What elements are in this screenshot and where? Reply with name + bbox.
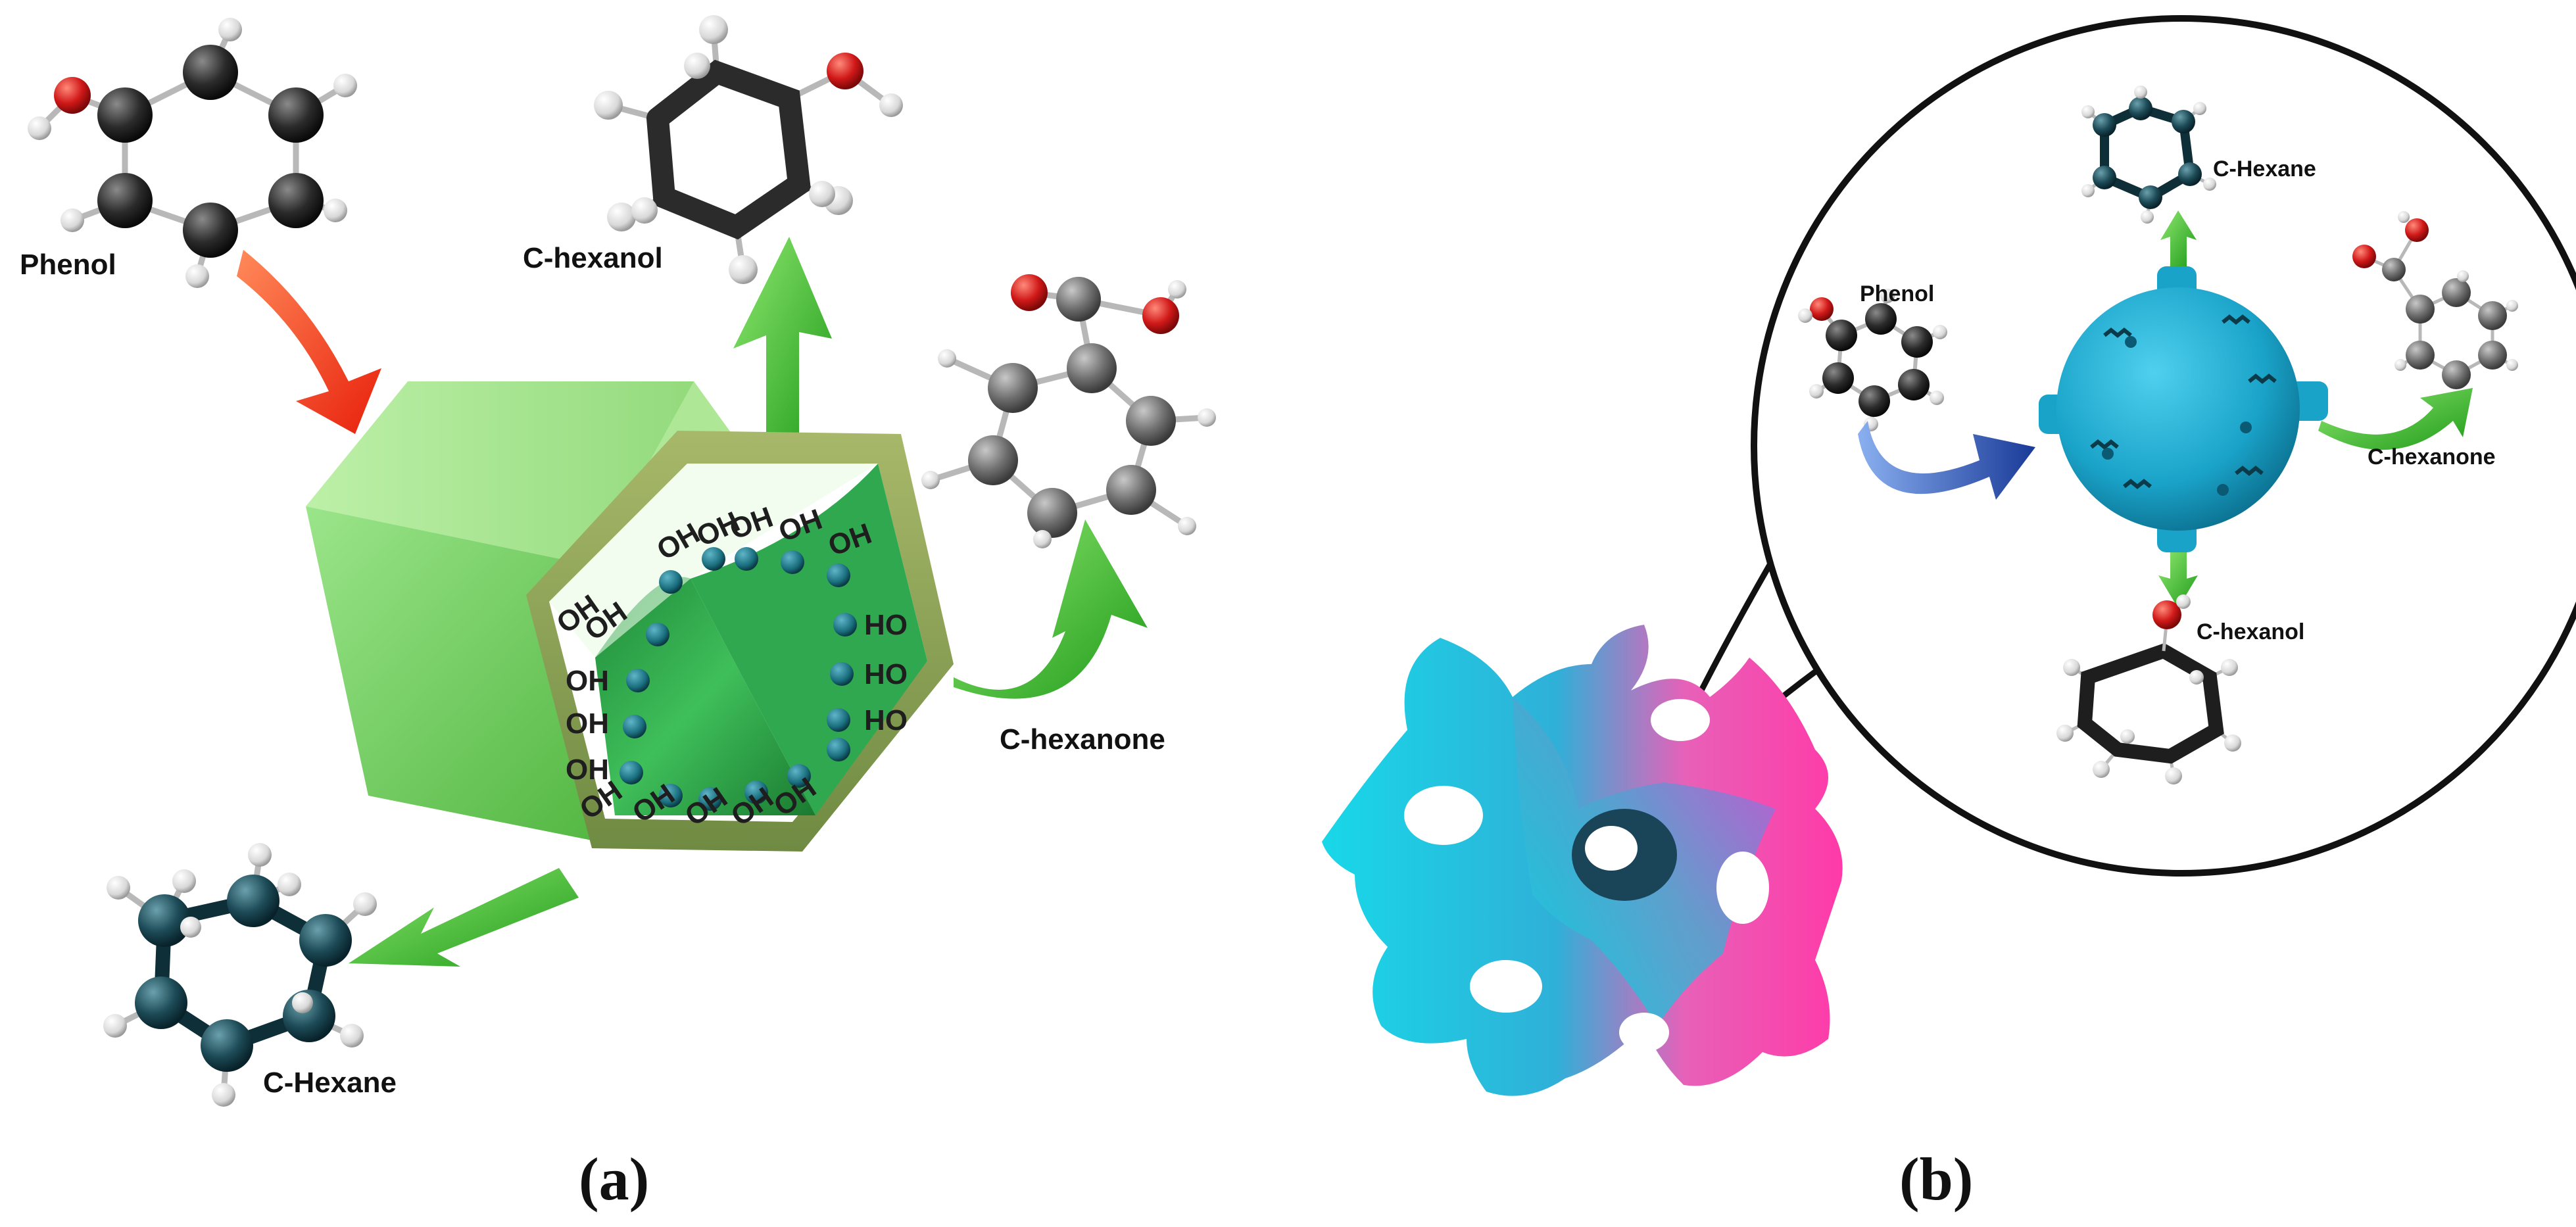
- green-arrow-down-left-a: [349, 868, 579, 967]
- gyroid-structure: [1322, 625, 1843, 1096]
- cyclohexanol-molecule-b: [2056, 594, 2241, 784]
- panel-label-a: (a): [579, 1145, 650, 1213]
- label-cyclohexanone-b: C-hexanone: [2368, 445, 2496, 469]
- oh-label: OH: [566, 754, 609, 786]
- cyclohexanol-molecule-a: [594, 15, 903, 284]
- label-phenol-b: Phenol: [1860, 281, 1935, 306]
- phenol-molecule-b: [1798, 289, 1947, 431]
- blue-curved-arrow: [1858, 421, 2035, 500]
- oh-label: OH: [864, 608, 908, 640]
- green-arrow-up-a: [733, 237, 832, 457]
- green-arrow-down-b: [2158, 552, 2198, 608]
- panel-label-b: (b): [1899, 1145, 1974, 1213]
- label-cyclohexane-a: C-Hexane: [263, 1067, 397, 1099]
- label-cyclohexanone-a: C-hexanone: [1000, 723, 1165, 756]
- catalyst-sphere: [2039, 266, 2328, 552]
- cyclohexanone-molecule-a: [921, 274, 1216, 548]
- green-curved-arrow-b: [2318, 388, 2473, 450]
- label-cyclohexanol-a: C-hexanol: [523, 242, 663, 274]
- oh-label: OH: [566, 665, 609, 697]
- cyclohexane-molecule-a: [103, 843, 377, 1107]
- oh-label: OH: [566, 708, 609, 740]
- cyclohexane-molecule-b: [2081, 85, 2216, 224]
- oh-label: OH: [864, 658, 908, 690]
- red-arrow: [237, 250, 381, 434]
- green-curved-arrow-a: [954, 519, 1148, 699]
- label-phenol-a: Phenol: [20, 249, 116, 281]
- label-cyclohexanol-b: C-hexanol: [2197, 619, 2305, 644]
- phenol-molecule-a: [28, 18, 357, 288]
- green-arrow-up-b: [2160, 210, 2197, 266]
- hexagonal-channel: [306, 381, 954, 852]
- cyclohexanone-molecule-b: [2352, 211, 2518, 389]
- label-cyclohexane-b: C-Hexane: [2213, 156, 2316, 181]
- oh-label: OH: [864, 704, 908, 736]
